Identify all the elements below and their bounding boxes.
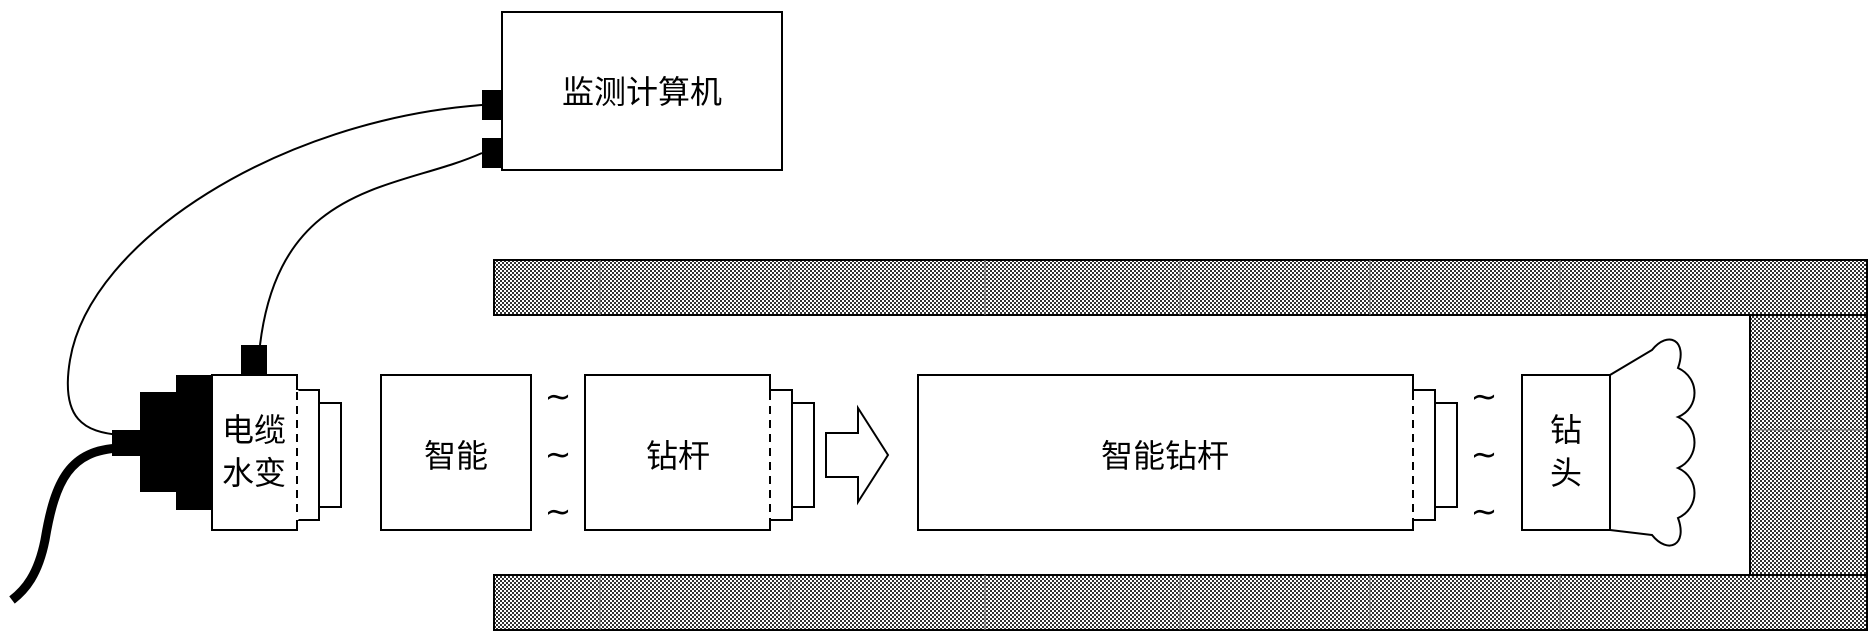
monitor-port-2 <box>482 138 502 168</box>
transducer-label-line2: 水变 <box>222 454 286 492</box>
monitor-computer-label: 监测计算机 <box>562 73 722 111</box>
svg-text:~: ~ <box>1471 435 1498 473</box>
direction-arrow <box>825 404 890 506</box>
smart-drill-rod: 智能钻杆 <box>917 374 1458 531</box>
drill-bit-label-line1: 钻 <box>1550 411 1582 449</box>
transducer-label-line1: 电缆 <box>222 411 286 449</box>
cable-to-transducer-top <box>259 152 483 346</box>
drill-bit-label-line2: 头 <box>1550 454 1582 492</box>
svg-text:~: ~ <box>545 492 572 530</box>
cables <box>9 104 483 604</box>
drill-rod-part-label: 钻杆 <box>646 437 710 475</box>
drill-bit: 钻 头 <box>1521 338 1696 547</box>
smart-part-label: 智能 <box>424 437 488 475</box>
svg-text:~: ~ <box>545 377 572 415</box>
smart-drill-rod-label: 智能钻杆 <box>1101 437 1229 475</box>
cable-tail <box>9 443 121 604</box>
drill-bit-cutter <box>1609 338 1696 547</box>
cable-to-transducer-side <box>66 104 483 436</box>
wave-symbols-1: ~ ~ ~ <box>545 377 572 530</box>
borehole-wall <box>493 259 1868 631</box>
svg-text:~: ~ <box>1471 492 1498 530</box>
wave-symbols-2: ~ ~ ~ <box>1471 377 1498 530</box>
svg-text:~: ~ <box>1471 377 1498 415</box>
smart-part-box: 智能 <box>380 374 532 531</box>
drill-rod-part-box: 钻杆 <box>584 374 815 531</box>
svg-text:~: ~ <box>545 435 572 473</box>
monitor-port-1 <box>482 90 502 120</box>
cable-transducer: 电缆 水变 <box>112 345 342 531</box>
borehole-end-wall <box>1749 314 1868 576</box>
monitor-computer: 监测计算机 <box>482 11 783 171</box>
